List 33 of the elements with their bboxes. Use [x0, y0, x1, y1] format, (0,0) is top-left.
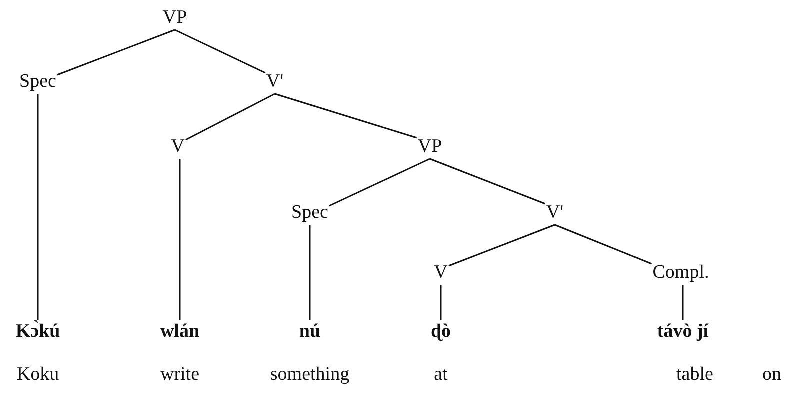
- tree-branch: [186, 93, 276, 141]
- category-label: V: [434, 262, 448, 284]
- gloss: something: [270, 364, 350, 386]
- tree-branch: [440, 285, 442, 320]
- tree-branch: [430, 158, 546, 205]
- tree-branch: [57, 29, 176, 76]
- category-label: V: [171, 136, 185, 158]
- tree-branch: [448, 224, 556, 267]
- word: távò jí: [657, 321, 709, 343]
- tree-branch: [682, 285, 684, 320]
- tree-branch: [309, 225, 311, 320]
- tree-branch: [179, 159, 181, 320]
- tree-branch: [274, 93, 418, 139]
- gloss: write: [160, 364, 200, 386]
- gloss: at: [434, 364, 448, 386]
- word: wlán: [160, 321, 200, 343]
- category-label: VP: [162, 7, 188, 29]
- word: nú: [299, 321, 321, 343]
- tree-branch: [554, 224, 652, 265]
- gloss: Koku: [16, 364, 60, 386]
- gloss: table: [676, 364, 714, 386]
- category-label: Spec: [20, 71, 56, 93]
- word: ɖò: [430, 321, 452, 343]
- tree-branch: [329, 158, 430, 207]
- category-label: V': [266, 71, 284, 93]
- gloss: on: [762, 364, 782, 386]
- category-label: VP: [418, 136, 442, 158]
- tree-branch: [174, 29, 266, 74]
- category-label: Spec: [292, 202, 328, 224]
- category-label: Compl.: [652, 262, 710, 284]
- word: Kɔ̀kú: [16, 321, 60, 343]
- tree-branch: [37, 94, 39, 320]
- category-label: V': [546, 202, 564, 224]
